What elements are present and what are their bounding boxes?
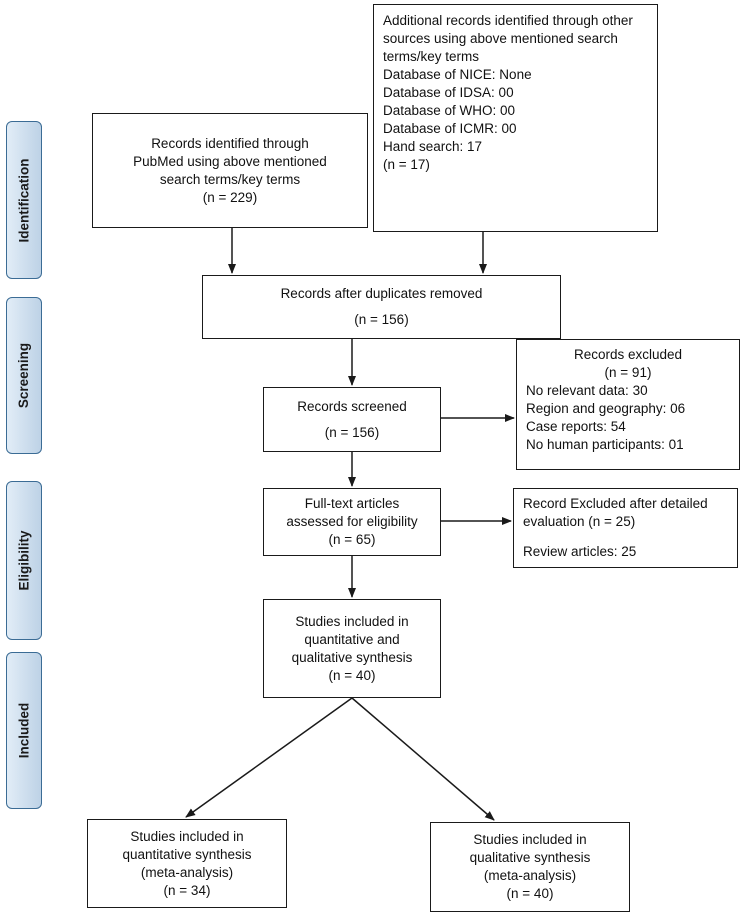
- box-other-sources: Additional records identified through ot…: [373, 4, 658, 232]
- box-records-screened: Records screened (n = 156): [263, 387, 441, 452]
- arrow-included-to-quantitative: [185, 697, 353, 818]
- stage-included: Included: [6, 652, 42, 809]
- box-full-text-articles: Full-text articles assessed for eligibil…: [263, 488, 441, 556]
- box-records-excluded: Records excluded (n = 91) No relevant da…: [516, 339, 740, 470]
- stage-identification: Identification: [6, 121, 42, 279]
- arrow-included-to-qualitative: [351, 697, 495, 821]
- box-excluded-detailed: Record Excluded after detailed evaluatio…: [513, 488, 738, 568]
- box-quantitative-synthesis: Studies included in quantitative synthes…: [87, 819, 287, 908]
- box-qualitative-synthesis: Studies included in qualitative synthesi…: [430, 822, 630, 912]
- box-duplicates-removed: Records after duplicates removed (n = 15…: [202, 275, 561, 339]
- box-pubmed-records: Records identified through PubMed using …: [92, 113, 368, 228]
- stage-screening: Screening: [6, 297, 42, 454]
- box-studies-included: Studies included in quantitative and qua…: [263, 599, 441, 698]
- stage-eligibility: Eligibility: [6, 481, 42, 640]
